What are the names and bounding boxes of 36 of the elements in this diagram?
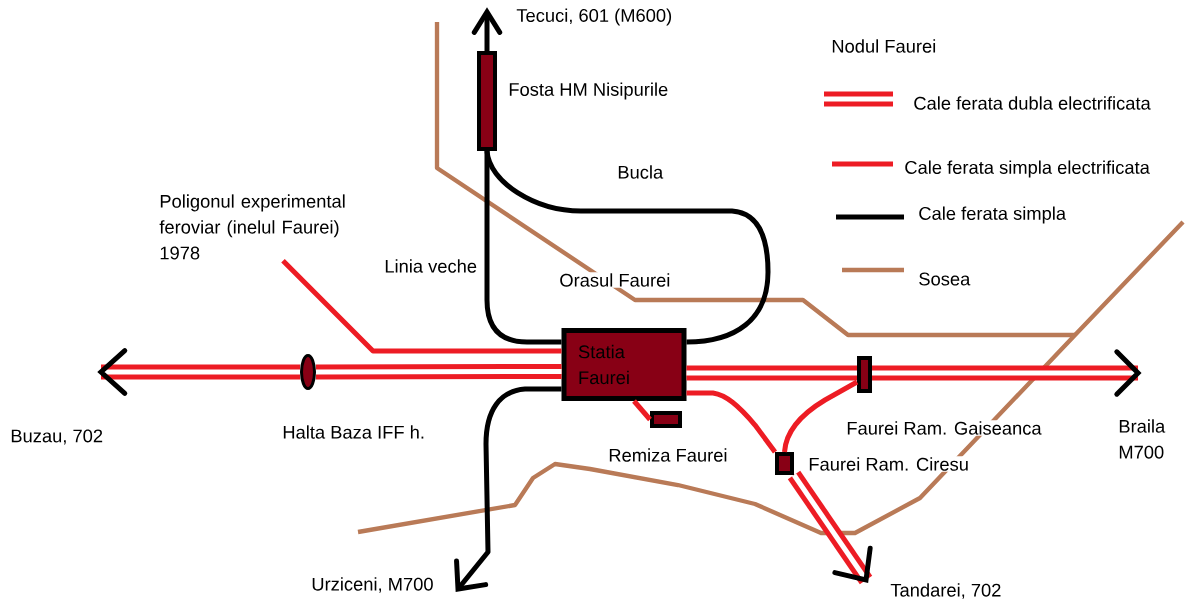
- track-line: [632, 399, 652, 422]
- legend-label: Sosea: [917, 271, 972, 287]
- track-arrow: [454, 386, 562, 592]
- place-name: Urziceni, M700: [310, 576, 435, 594]
- legend-label: Cale ferata simpla electrificata: [903, 159, 1151, 179]
- station-box: Statia Faurei: [561, 328, 687, 401]
- station-marker: [300, 354, 316, 390]
- legend-label: Cale ferata dubla electrificata: [912, 95, 1152, 111]
- station-box: [477, 51, 497, 151]
- annotation-text: Poligonul experimental feroviar (inelul Faurei) 1978: [158, 193, 366, 261]
- place-name: Braila M700: [1117, 418, 1180, 460]
- station-box: [857, 356, 872, 393]
- track-arrow: [787, 470, 873, 585]
- place-name: Tandarei, 702: [889, 582, 1003, 600]
- place-name: Buzau, 702: [9, 428, 105, 446]
- track-line: [686, 390, 777, 454]
- place-name: Orasul Faurei: [558, 272, 672, 288]
- station-name: Halta Baza IFF h.: [281, 424, 426, 440]
- track-arrow: [872, 349, 1142, 397]
- station-name: Faurei Ram. Ciresu: [807, 456, 970, 472]
- legend-label: Cale ferata simpla: [917, 205, 1068, 225]
- edge-label: Linia veche: [383, 258, 479, 274]
- station-name: Faurei Ram. Gaiseanca: [845, 420, 1043, 436]
- station-name: Fosta HM Nisipurile: [507, 81, 670, 101]
- edge-label: Bucla: [616, 164, 665, 180]
- place-name: Tecuci, 601 (M600): [515, 7, 674, 27]
- track-line: [281, 259, 562, 354]
- station-box: [650, 411, 682, 428]
- title: Nodul Faurei: [830, 38, 938, 54]
- double-track: [316, 364, 562, 380]
- track-line: [484, 150, 771, 345]
- double-track: [686, 365, 857, 381]
- track-line: [782, 379, 859, 453]
- station-box: [775, 452, 794, 475]
- track-arrow: [97, 348, 300, 396]
- station-name: Remiza Faurei: [607, 447, 729, 463]
